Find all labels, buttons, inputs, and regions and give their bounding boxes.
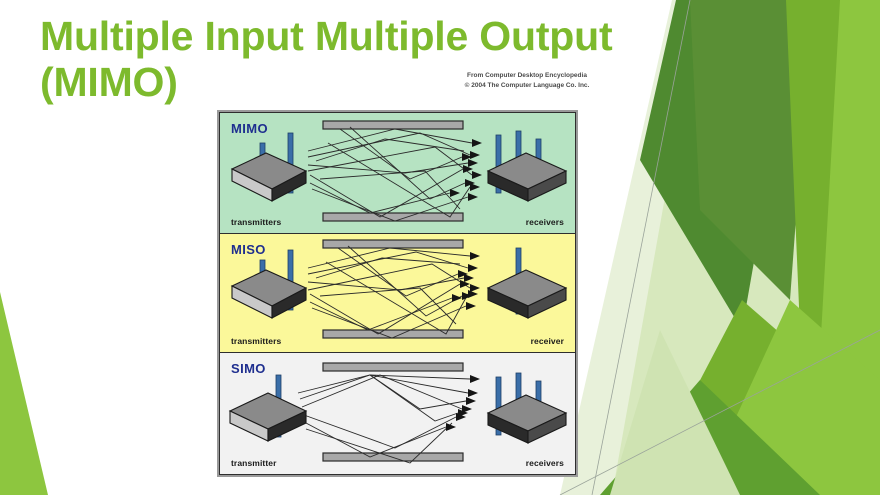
device-receiver-mimo — [486, 130, 568, 202]
panel-miso-receiver-label: receiver — [530, 336, 564, 346]
deco-shape-midgreen-bottom — [600, 380, 820, 495]
panel-mimo-label: MIMO — [231, 121, 268, 136]
panel-miso: MISO — [219, 234, 576, 353]
page-title: Multiple Input Multiple Output (MIMO) — [40, 13, 613, 105]
panel-simo-graphic — [228, 362, 568, 464]
panel-simo: SIMO — [219, 353, 576, 475]
deco-shape-brightgreen-right — [786, 0, 880, 430]
deco-hairline-diagonal — [559, 329, 880, 495]
device-transmitter-mimo — [230, 132, 308, 202]
deco-shape-lime-lower — [700, 300, 880, 495]
credit-line-1: From Computer Desktop Encyclopedia — [467, 72, 587, 79]
panel-mimo: MIMO — [219, 112, 576, 234]
image-credit: From Computer Desktop Encyclopedia © 200… — [447, 71, 607, 91]
signal-paths-simo — [297, 374, 471, 464]
signal-arrowheads-mimo — [450, 139, 482, 201]
deco-shape-midgreen-upper — [690, 0, 812, 300]
panel-simo-transmitter-label: transmitter — [231, 458, 277, 468]
signal-paths-mimo — [307, 126, 473, 222]
signal-arrowheads-simo — [446, 375, 480, 431]
device-transmitter-simo — [228, 374, 308, 442]
deco-shape-lime-far-right — [812, 0, 880, 495]
mimo-diagram-image: MIMO — [217, 110, 578, 477]
device-receiver-miso — [486, 247, 568, 319]
panel-miso-graphic — [230, 239, 568, 339]
signal-arrowheads-miso — [452, 252, 480, 310]
signal-paths-miso — [307, 245, 471, 339]
panel-mimo-receivers-label: receivers — [525, 217, 564, 227]
deco-shape-pale-bottom-sliver — [610, 330, 740, 495]
device-transmitter-miso — [230, 249, 308, 319]
reflector-bars-mimo — [322, 120, 464, 222]
deco-shape-left-wedge — [0, 292, 48, 495]
panel-miso-label: MISO — [231, 242, 266, 257]
panel-simo-label: SIMO — [231, 361, 266, 376]
deco-shape-green-lower-wedge — [640, 300, 880, 495]
panel-mimo-graphic — [230, 120, 568, 222]
device-receiver-simo — [486, 372, 568, 444]
panel-miso-transmitters-label: transmitters — [231, 336, 282, 346]
credit-line-2: © 2004 The Computer Language Co. Inc. — [464, 81, 590, 89]
panel-mimo-transmitters-label: transmitters — [231, 217, 282, 227]
panel-simo-receivers-label: receivers — [525, 458, 564, 468]
